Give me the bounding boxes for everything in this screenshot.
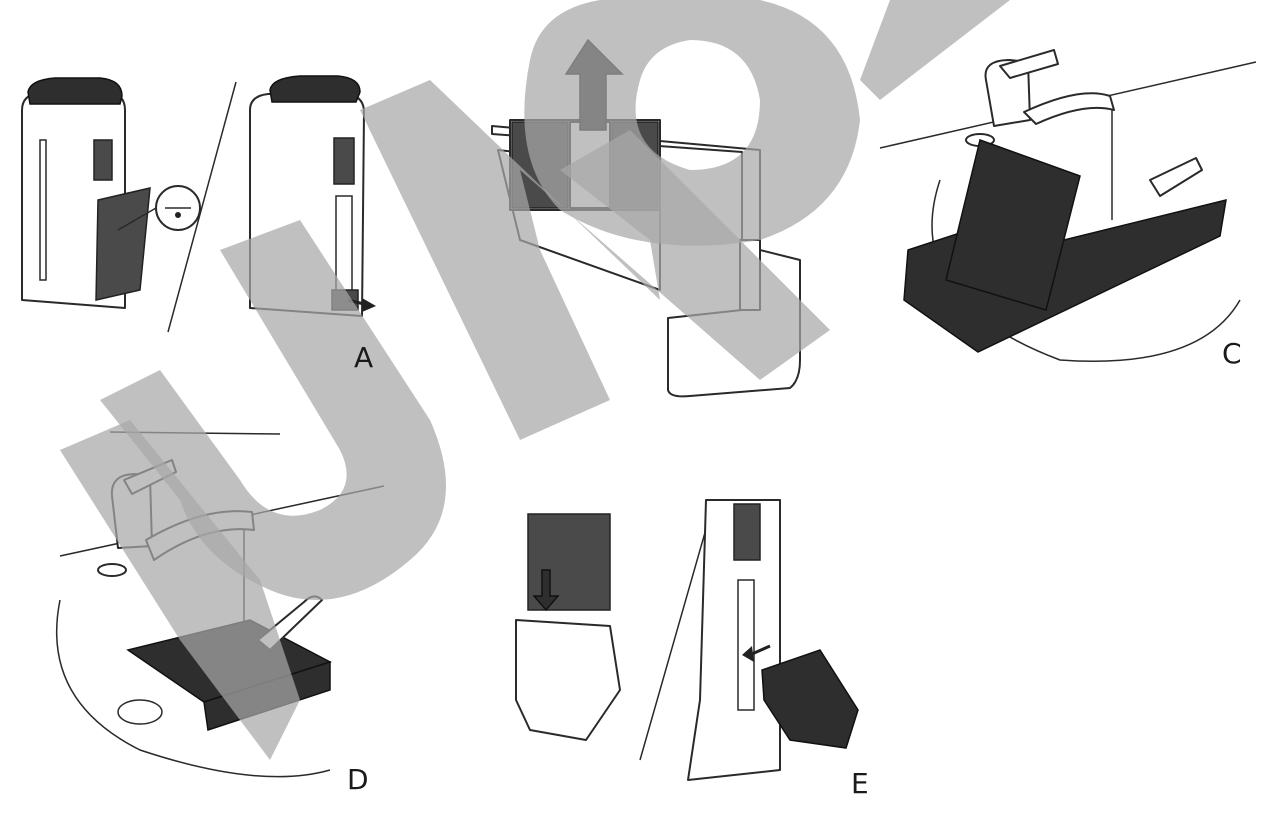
step-label-d: D	[347, 763, 369, 796]
insert-arrow-icon	[532, 569, 560, 612]
reinstall-illustration	[515, 499, 859, 781]
unit-open-cover-illustration	[21, 77, 201, 309]
watermark-graphic	[60, 0, 1010, 760]
step-label-c: C	[1222, 337, 1242, 370]
panel-divider	[167, 81, 237, 333]
rinse-tank-illustration	[879, 49, 1257, 362]
step-label-a: A	[354, 341, 374, 374]
step-label-e: E	[851, 767, 869, 800]
